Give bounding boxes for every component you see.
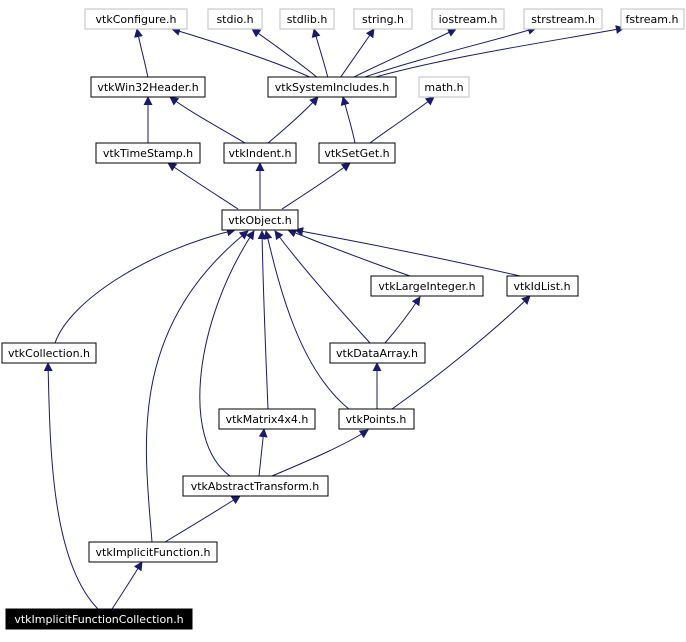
node-vtkConfigure[interactable]: vtkConfigure.h <box>84 8 188 30</box>
node-math[interactable]: math.h <box>418 76 470 98</box>
edge-vtkMatrix4x4-to-vtkObject <box>257 230 269 410</box>
node-label: vtkWin32Header.h <box>97 81 198 94</box>
node-label: fstream.h <box>626 13 679 26</box>
node-label: vtkDataArray.h <box>336 347 418 360</box>
node-fstream[interactable]: fstream.h <box>620 8 685 30</box>
edge-vtkObject-to-vtkSetGet <box>281 162 351 210</box>
node-strstream[interactable]: strstream.h <box>523 8 603 30</box>
node-label: vtkImplicitFunction.h <box>96 546 211 559</box>
node-stdio[interactable]: stdio.h <box>207 8 263 30</box>
edge-vtkAbstractTransform-to-vtkMatrix4x4 <box>258 428 268 477</box>
edge-vtkImplicitFunctionCollection-to-vtkCollection <box>43 362 99 610</box>
edge-vtkIdList-to-vtkObject <box>294 227 521 277</box>
node-vtkImplicitFunction[interactable]: vtkImplicitFunction.h <box>88 541 218 563</box>
node-vtkDataArray[interactable]: vtkDataArray.h <box>329 342 426 364</box>
edge-vtkAbstractTransform-to-vtkPoints <box>271 429 369 477</box>
edge-vtkObject-to-vtkTimeStamp <box>167 162 239 210</box>
node-vtkIdList[interactable]: vtkIdList.h <box>506 275 579 297</box>
edge-vtkCollection-to-vtkObject <box>54 227 236 344</box>
edge-vtkDataArray-to-vtkLargeInteger <box>384 296 421 344</box>
node-label: string.h <box>362 13 404 26</box>
node-label: vtkIndent.h <box>229 147 292 160</box>
node-label: strstream.h <box>531 13 595 26</box>
node-label: vtkPoints.h <box>346 413 407 426</box>
node-label: vtkImplicitFunctionCollection.h <box>14 613 183 626</box>
edge-vtkSetGet-to-vtkSystemIncludes <box>340 96 356 144</box>
node-label: iostream.h <box>439 13 498 26</box>
node-label: vtkCollection.h <box>8 347 90 360</box>
node-vtkObject[interactable]: vtkObject.h <box>221 209 299 231</box>
node-stdlib[interactable]: stdlib.h <box>279 8 335 30</box>
edge-vtkPoints-to-vtkObject <box>263 230 351 411</box>
edge-vtkSystemIncludes-to-stdlib <box>311 28 329 79</box>
edge-vtkSystemIncludes-to-strstream <box>361 26 537 79</box>
edge-vtkSystemIncludes-to-stdio <box>251 28 319 79</box>
node-label: stdlib.h <box>287 13 328 26</box>
node-vtkSetGet[interactable]: vtkSetGet.h <box>318 142 396 164</box>
node-vtkMatrix4x4[interactable]: vtkMatrix4x4.h <box>218 408 316 430</box>
edge-vtkImplicitFunctionCollection-to-vtkImplicitFunction <box>111 561 143 610</box>
edge-vtkImplicitFunction-to-vtkAbstractTransform <box>164 495 241 543</box>
edge-vtkIndent-to-vtkWin32Header <box>169 96 246 144</box>
node-string[interactable]: string.h <box>353 8 413 30</box>
node-label: vtkSystemIncludes.h <box>275 81 389 94</box>
edge-vtkSystemIncludes-to-iostream <box>351 28 457 79</box>
node-vtkSystemIncludes[interactable]: vtkSystemIncludes.h <box>267 76 397 98</box>
node-label: vtkMatrix4x4.h <box>226 413 309 426</box>
node-iostream[interactable]: iostream.h <box>431 8 505 30</box>
node-vtkIndent[interactable]: vtkIndent.h <box>223 142 297 164</box>
node-label: vtkObject.h <box>228 214 292 227</box>
edge-vtkLargeInteger-to-vtkObject <box>287 228 411 277</box>
edge-vtkSetGet-to-math <box>369 96 435 144</box>
edge-vtkIndent-to-vtkSystemIncludes <box>267 96 319 144</box>
node-vtkImplicitFunctionCollection[interactable]: vtkImplicitFunctionCollection.h <box>5 608 193 630</box>
edge-vtkImplicitFunction-to-vtkObject <box>145 230 249 543</box>
node-label: vtkLargeInteger.h <box>378 280 475 293</box>
node-vtkLargeInteger[interactable]: vtkLargeInteger.h <box>370 275 484 297</box>
node-label: vtkAbstractTransform.h <box>191 480 320 493</box>
edge-vtkAbstractTransform-to-vtkObject <box>199 230 255 477</box>
edge-vtkSystemIncludes-to-fstream <box>371 25 625 79</box>
node-vtkPoints[interactable]: vtkPoints.h <box>338 408 415 430</box>
node-label: vtkConfigure.h <box>96 13 177 26</box>
node-vtkCollection[interactable]: vtkCollection.h <box>1 342 97 364</box>
edges <box>43 25 625 610</box>
node-label: vtkIdList.h <box>513 280 570 293</box>
node-label: math.h <box>424 81 463 94</box>
node-label: stdio.h <box>216 13 253 26</box>
node-label: vtkSetGet.h <box>324 147 389 160</box>
edge-vtkSystemIncludes-to-vtkConfigure <box>171 27 313 79</box>
node-vtkTimeStamp[interactable]: vtkTimeStamp.h <box>95 142 201 164</box>
node-vtkAbstractTransform[interactable]: vtkAbstractTransform.h <box>182 475 329 497</box>
edge-vtkDataArray-to-vtkObject <box>274 230 371 344</box>
edge-vtkSystemIncludes-to-string <box>339 28 375 79</box>
edge-vtkWin32Header-to-vtkConfigure <box>134 28 149 79</box>
node-label: vtkTimeStamp.h <box>103 147 193 160</box>
nodes: vtkConfigure.h stdio.h stdlib.h string.h… <box>1 8 685 630</box>
node-vtkWin32Header[interactable]: vtkWin32Header.h <box>90 76 206 98</box>
edge-vtkPoints-to-vtkIdList <box>391 295 531 410</box>
